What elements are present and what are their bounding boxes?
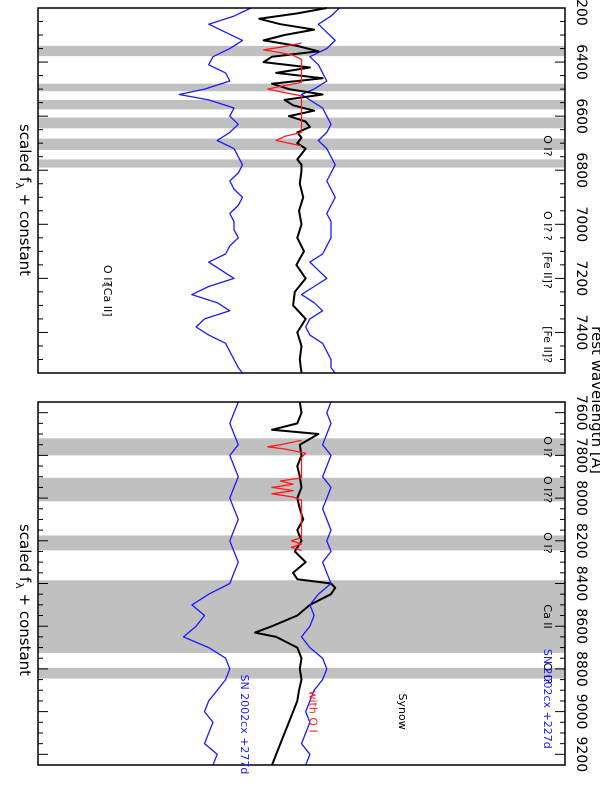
annotation-label: O I? [541,663,554,684]
annotation-label: O I? [541,436,554,457]
series-observed-bottom-3 [300,401,332,766]
series-label: Synow [396,694,409,730]
x-tick-label: 8000 [573,480,589,516]
series-synow_oi-top-3 [262,42,303,147]
x-tick-label: 7600 [573,395,589,431]
shaded-band-bottom-3 [38,580,565,653]
shaded-band-top-1 [38,83,565,92]
x-tick-label: 8600 [573,608,589,644]
shaded-band-top-0 [38,45,565,57]
x-tick-label: 7000 [573,206,589,242]
x-tick-label: 6800 [573,152,589,188]
annotation-label: ? [541,235,554,241]
x-tick-label: 7200 [573,261,589,297]
annotation-label: O I?? [541,476,554,503]
plot-frame-top [37,7,566,374]
series-observed-top-0 [178,7,252,374]
annotation-label: O I? [541,532,554,553]
x-axis-label: rest wavelength [Å] [588,326,600,474]
top-panel: 6200 6400 6600 6800 7000 7200 7400 O I? O I?? [Fe… [37,0,589,374]
annotation-label: Ca II [541,604,554,628]
annotation-label: O I? [541,211,554,232]
y-axis-label-top: scaled fλ + constant [13,124,34,276]
x-tick-label: 8400 [573,566,589,602]
series-label: SN 2002cx +227d [541,649,554,749]
x-tick-label: 7400 [573,315,589,351]
annotation-label: O I? [541,135,554,156]
series-observed-top-1 [300,7,340,374]
shaded-band-bottom-4 [38,667,565,679]
annotation-label: [Fe II]? [541,252,554,289]
series-synow-top-2 [258,7,327,374]
annotation-label: [Fe II]? [541,326,554,363]
series-label: with O I [306,691,319,733]
x-tick-label: 6600 [573,98,589,134]
shaded-band-bottom-0 [38,438,565,456]
shaded-band-bottom-2 [38,535,565,551]
x-tick-label: 8200 [573,523,589,559]
x-tick-label: 6200 [573,0,589,26]
x-tick-label: 7800 [573,438,589,474]
x-tick-label: 8800 [573,651,589,687]
x-tick-label: 9200 [573,737,589,773]
shaded-band-top-4 [38,138,565,150]
x-tick-label: 6400 [573,44,589,80]
bottom-panel: 7600 7800 8000 8200 8400 8600 8800 9000 9200 O I?… [37,395,589,774]
annotation-label: O I? [101,265,114,286]
series-observed-bottom-0 [182,401,239,766]
x-tick-label: 9000 [573,694,589,730]
y-axis-label-bottom: scaled fλ + constant [13,524,34,676]
annotation-label: [Ca II] [101,284,114,317]
series-synow_oi-bottom-2 [267,439,307,552]
series-label: SN 2002cx +277d [238,674,251,774]
